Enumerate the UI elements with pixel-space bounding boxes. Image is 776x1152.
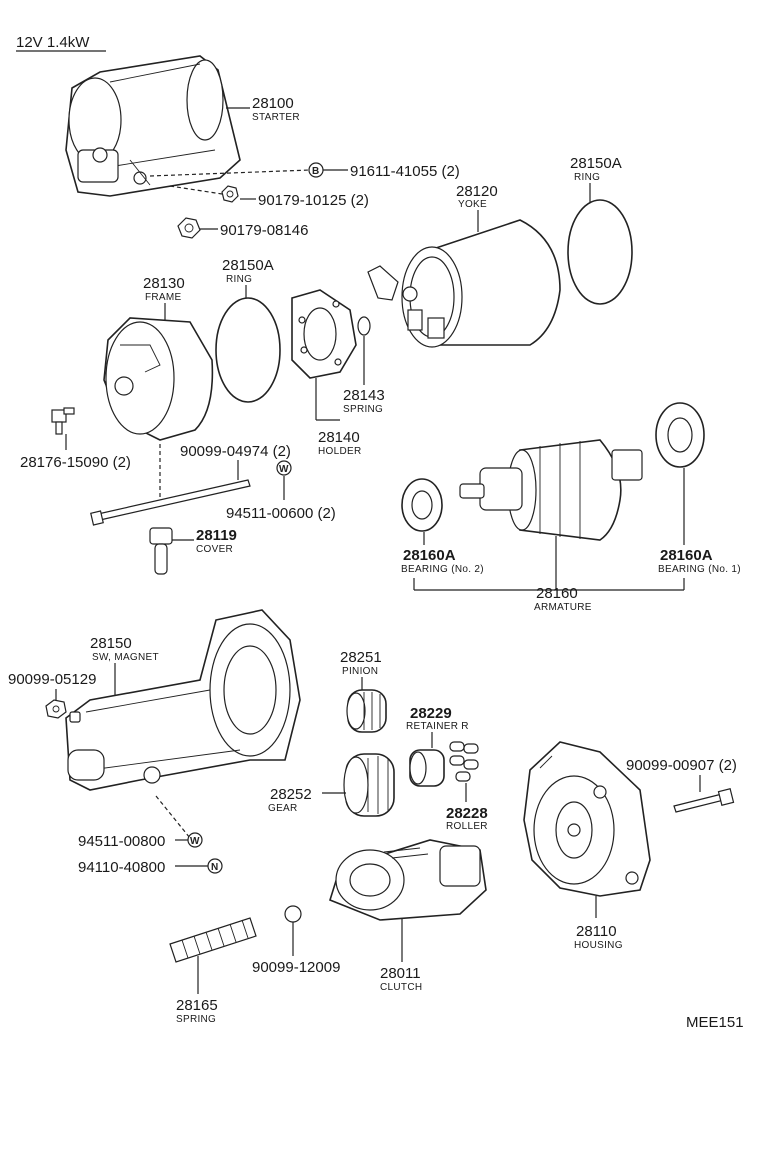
holder-drawing (291, 289, 357, 379)
part-no-holder: 28140 (318, 429, 360, 446)
dash-magnet-washer (155, 795, 191, 839)
part-name-spring-28143: SPRING (343, 404, 383, 415)
ring-left-drawing (215, 297, 281, 403)
part-name-bearing-no2: BEARING (No. 2) (401, 564, 484, 575)
part-name-clutch: CLUTCH (380, 982, 422, 993)
part-no-nut-08146: 90179-08146 (220, 222, 308, 239)
clutch-drawing (329, 839, 487, 921)
part-name-armature: ARMATURE (534, 602, 592, 613)
hex-nut-08146-icon (177, 217, 201, 239)
part-no-bearing-no2: 28160A (403, 547, 456, 564)
part-name-ring-right: RING (574, 172, 600, 183)
n-symbol-letter: N (211, 862, 218, 873)
yoke-drawing (367, 219, 561, 348)
bearing-no2-drawing (401, 478, 443, 532)
pinion-drawing (346, 689, 387, 733)
bearing-no1-drawing (655, 402, 705, 468)
part-name-gear: GEAR (268, 803, 298, 814)
part-name-cover: COVER (196, 544, 233, 555)
armature-drawing (459, 439, 643, 541)
part-no-retainer: 28229 (410, 705, 452, 722)
part-name-spring-28165: SPRING (176, 1014, 216, 1025)
part-name-housing: HOUSING (574, 940, 623, 951)
part-no-bolt-00907: 90099-00907 (2) (626, 757, 737, 774)
part-no-clutch: 28011 (380, 965, 421, 982)
part-no-bolt-91611: 91611-41055 (2) (350, 163, 460, 180)
part-no-cover: 28119 (196, 527, 237, 544)
part-name-retainer: RETAINER R (406, 721, 469, 732)
part-no-roller: 28228 (446, 805, 488, 822)
spring-28165-drawing (169, 917, 257, 963)
spring-28143-drawing (357, 316, 371, 336)
magnet-switch-drawing (65, 609, 301, 791)
cover-drawing (149, 527, 173, 575)
hex-nut-10125-icon (221, 185, 239, 203)
part-no-nut-05129: 90099-05129 (8, 671, 96, 688)
screw-15090-icon (51, 407, 75, 435)
part-name-frame: FRAME (145, 292, 182, 303)
part-name-starter: STARTER (252, 112, 300, 123)
part-no-armature: 28160 (536, 585, 578, 602)
retainer-drawing (409, 749, 445, 787)
long-bolt-04974-drawing (90, 479, 251, 526)
w-symbol-icon-00800 (187, 832, 203, 848)
b-symbol-letter: B (312, 166, 319, 177)
gear-drawing (343, 753, 395, 817)
part-no-housing: 28110 (576, 923, 617, 940)
part-name-bearing-no1: BEARING (No. 1) (658, 564, 741, 575)
part-no-magnet-switch: 28150 (90, 635, 132, 652)
diagram-title: 12V 1.4kW (16, 34, 90, 51)
part-no-washer-00800: 94511-00800 (78, 833, 165, 850)
part-no-starter: 28100 (252, 95, 294, 112)
part-no-washer-00600: 94511-00600 (2) (226, 505, 336, 522)
part-no-ring-right: 28150A (570, 155, 622, 172)
starter-assembly-drawing (65, 55, 241, 197)
dash-starter-bolt (149, 169, 311, 177)
w-symbol-letter-00600: W (279, 464, 289, 475)
roller-drawing (449, 741, 479, 782)
part-no-pinion: 28251 (340, 649, 382, 666)
housing-drawing (523, 741, 651, 897)
part-no-spring-28143: 28143 (343, 387, 385, 404)
part-no-nut-10125: 90179-10125 (2) (258, 192, 369, 209)
part-no-screw-15090: 28176-15090 (2) (20, 454, 131, 471)
ball-12009-drawing (284, 905, 302, 923)
part-no-bolt-04974: 90099-04974 (2) (180, 443, 291, 460)
n-symbol-icon (207, 858, 223, 874)
w-symbol-letter-00800: W (190, 836, 200, 847)
bolt-00907-drawing (673, 788, 735, 813)
part-no-ball-12009: 90099-12009 (252, 959, 340, 976)
ring-right-drawing (567, 199, 633, 305)
part-name-roller: ROLLER (446, 821, 488, 832)
part-no-ring-left: 28150A (222, 257, 274, 274)
w-symbol-icon-00600 (276, 460, 292, 476)
part-name-yoke: YOKE (458, 199, 487, 210)
nut-05129-icon (45, 699, 81, 723)
part-no-bearing-no1: 28160A (660, 547, 713, 564)
part-no-nut-40800: 94110-40800 (78, 859, 165, 876)
dash-starter-nut (169, 185, 223, 195)
part-no-gear: 28252 (270, 786, 312, 803)
part-no-frame: 28130 (143, 275, 185, 292)
part-name-pinion: PINION (342, 666, 378, 677)
part-name-ring-left: RING (226, 274, 252, 285)
part-no-yoke: 28120 (456, 183, 498, 200)
diagram-code: MEE151 (686, 1014, 744, 1031)
part-no-spring-28165: 28165 (176, 997, 218, 1014)
part-name-magnet-switch: SW, MAGNET (92, 652, 159, 663)
part-name-holder: HOLDER (318, 446, 361, 457)
frame-drawing (103, 317, 214, 441)
